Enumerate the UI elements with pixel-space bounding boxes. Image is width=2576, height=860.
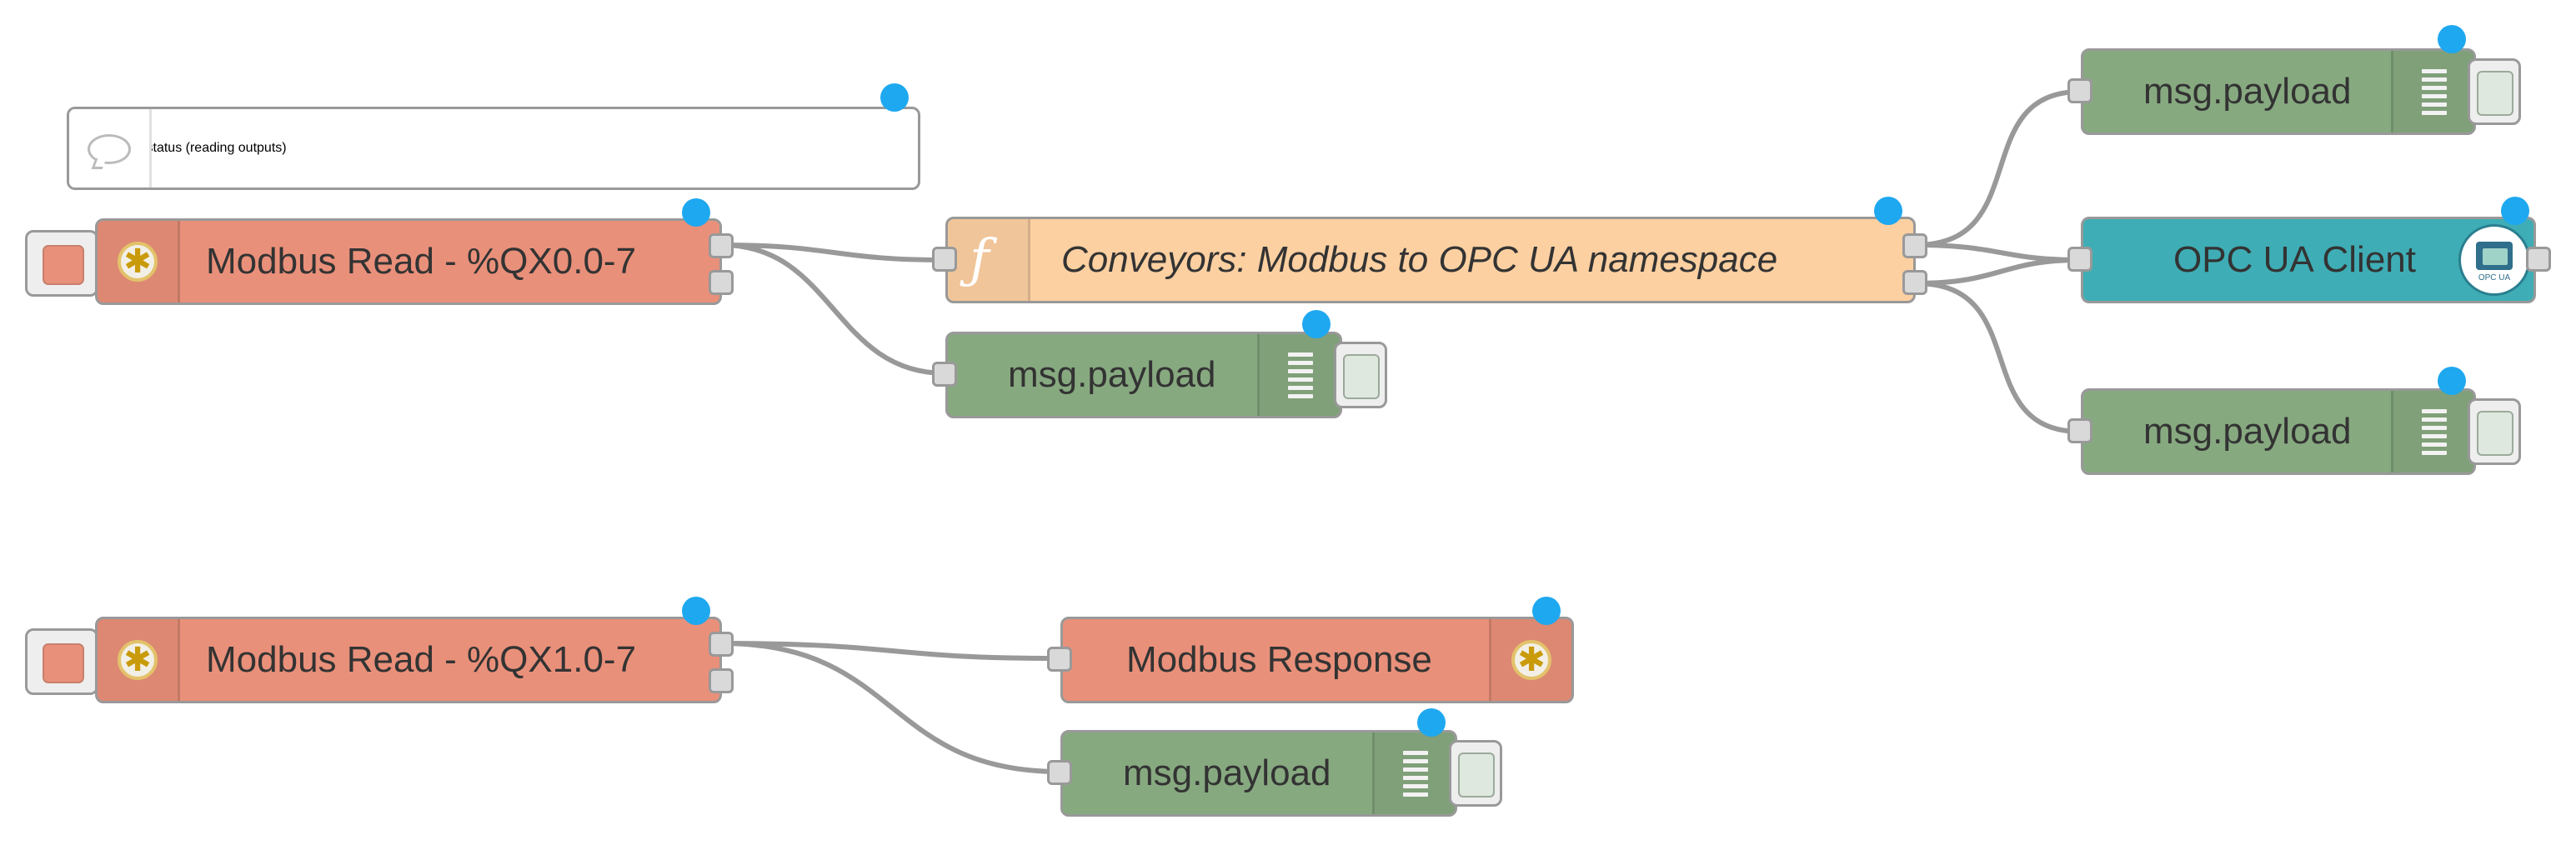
modbus-read-2-label: Modbus Read - %QX1.0-7 bbox=[206, 639, 637, 680]
wire-function-to-debug-bottom bbox=[1915, 281, 2082, 434]
modbus-response-input-port[interactable] bbox=[1047, 647, 1072, 672]
debug-node-3-label: msg.payload bbox=[2143, 411, 2352, 452]
wire-read2-to-debug bbox=[721, 641, 1061, 774]
modbus-read-1-output-port-2[interactable] bbox=[709, 270, 734, 295]
comment-node[interactable]: Reading coil status (reading outputs) bbox=[67, 107, 920, 190]
modbus-read-1-status-dot bbox=[682, 198, 710, 227]
modbus-read-1-trigger-button[interactable] bbox=[25, 230, 98, 297]
comment-icon bbox=[88, 134, 131, 164]
debug-node-3[interactable]: msg.payload bbox=[2081, 388, 2476, 475]
debug-node-2-input-port[interactable] bbox=[2067, 78, 2092, 103]
debug-icon bbox=[1403, 751, 1428, 798]
function-input-port[interactable] bbox=[932, 247, 957, 272]
debug-node-4-label: msg.payload bbox=[1123, 752, 1331, 793]
wire-function-to-opcua-1 bbox=[1915, 242, 2082, 262]
modbus-read-2-icon-cell: ✱ bbox=[98, 619, 180, 701]
function-status-dot bbox=[1874, 197, 1902, 225]
modbus-read-1-node[interactable]: ✱ Modbus Read - %QX0.0-7 bbox=[95, 218, 722, 305]
opcua-icon: OPC UA bbox=[2458, 224, 2530, 296]
comment-status-dot bbox=[880, 83, 909, 112]
debug-node-1-icon-cell bbox=[1257, 334, 1340, 416]
debug-icon bbox=[2422, 409, 2447, 456]
function-node[interactable]: ƒ Conveyors: Modbus to OPC UA namespace bbox=[945, 217, 1916, 303]
modbus-read-2-status-dot bbox=[682, 597, 710, 625]
debug-node-1-toggle-button[interactable] bbox=[1334, 342, 1387, 408]
comment-icon-cell bbox=[69, 109, 152, 188]
debug-node-2-icon-cell bbox=[2391, 51, 2473, 132]
debug-node-3-status-dot bbox=[2438, 367, 2466, 395]
debug-node-2[interactable]: msg.payload bbox=[2081, 48, 2476, 135]
trigger-button-face bbox=[43, 643, 84, 683]
comment-text: Reading coil status (reading outputs) bbox=[69, 141, 287, 155]
modbus-read-1-label: Modbus Read - %QX0.0-7 bbox=[206, 241, 637, 282]
debug-node-4-toggle-button[interactable] bbox=[1449, 740, 1502, 807]
modbus-read-1-output-port-1[interactable] bbox=[709, 233, 734, 258]
modbus-response-label: Modbus Response bbox=[1126, 639, 1432, 680]
opcua-client-output-port[interactable] bbox=[2526, 247, 2551, 272]
modbus-read-2-trigger-button[interactable] bbox=[25, 628, 98, 695]
debug-node-1-status-dot bbox=[1302, 310, 1331, 338]
opcua-client-label: OPC UA Client bbox=[2173, 239, 2416, 280]
modbus-read-2-output-port-1[interactable] bbox=[709, 632, 734, 657]
debug-icon bbox=[1288, 352, 1313, 399]
modbus-response-status-dot bbox=[1532, 597, 1561, 625]
debug-node-4-input-port[interactable] bbox=[1047, 760, 1072, 785]
function-icon-cell: ƒ bbox=[948, 219, 1030, 301]
function-label: Conveyors: Modbus to OPC UA namespace bbox=[1061, 239, 1778, 280]
debug-node-3-toggle-button[interactable] bbox=[2468, 398, 2521, 465]
modbus-read-2-node[interactable]: ✱ Modbus Read - %QX1.0-7 bbox=[95, 617, 722, 703]
debug-icon bbox=[2422, 69, 2447, 116]
debug-node-1[interactable]: msg.payload bbox=[945, 332, 1342, 418]
debug-node-2-status-dot bbox=[2438, 25, 2466, 53]
toggle-button-face bbox=[2477, 411, 2513, 456]
wire-function-to-opcua-2 bbox=[1915, 258, 2082, 286]
opcua-client-node[interactable]: OPC UA Client OPC UA bbox=[2081, 217, 2536, 303]
modbus-response-node[interactable]: Modbus Response ✱ bbox=[1060, 617, 1574, 703]
modbus-icon: ✱ bbox=[118, 242, 158, 282]
opcua-client-input-port[interactable] bbox=[2067, 247, 2092, 272]
modbus-icon: ✱ bbox=[118, 640, 158, 680]
modbus-icon: ✱ bbox=[1511, 640, 1551, 680]
trigger-button-face bbox=[43, 245, 84, 285]
wire-function-to-debug-top bbox=[1915, 89, 2082, 248]
debug-node-4[interactable]: msg.payload bbox=[1060, 730, 1457, 817]
toggle-button-face bbox=[2477, 71, 2513, 116]
wire-read2-to-response bbox=[721, 641, 1061, 661]
wire-read1-to-debug bbox=[721, 242, 946, 376]
toggle-button-face bbox=[1343, 354, 1380, 399]
debug-node-2-toggle-button[interactable] bbox=[2468, 58, 2521, 125]
function-icon: ƒ bbox=[970, 228, 990, 290]
opcua-client-status-dot bbox=[2501, 197, 2529, 225]
debug-node-4-icon-cell bbox=[1372, 732, 1455, 814]
modbus-response-icon-cell: ✱ bbox=[1489, 619, 1571, 701]
debug-node-1-label: msg.payload bbox=[1008, 354, 1216, 395]
function-output-port-1[interactable] bbox=[1902, 233, 1927, 258]
toggle-button-face bbox=[1458, 752, 1495, 798]
debug-node-1-input-port[interactable] bbox=[932, 362, 957, 387]
modbus-read-2-output-port-2[interactable] bbox=[709, 668, 734, 693]
function-output-port-2[interactable] bbox=[1902, 270, 1927, 295]
modbus-read-1-icon-cell: ✱ bbox=[98, 221, 180, 302]
debug-node-4-status-dot bbox=[1417, 708, 1446, 737]
debug-node-3-input-port[interactable] bbox=[2067, 418, 2092, 443]
wire-read1-to-function bbox=[721, 242, 946, 262]
debug-node-2-label: msg.payload bbox=[2143, 71, 2352, 112]
debug-node-3-icon-cell bbox=[2391, 391, 2473, 472]
